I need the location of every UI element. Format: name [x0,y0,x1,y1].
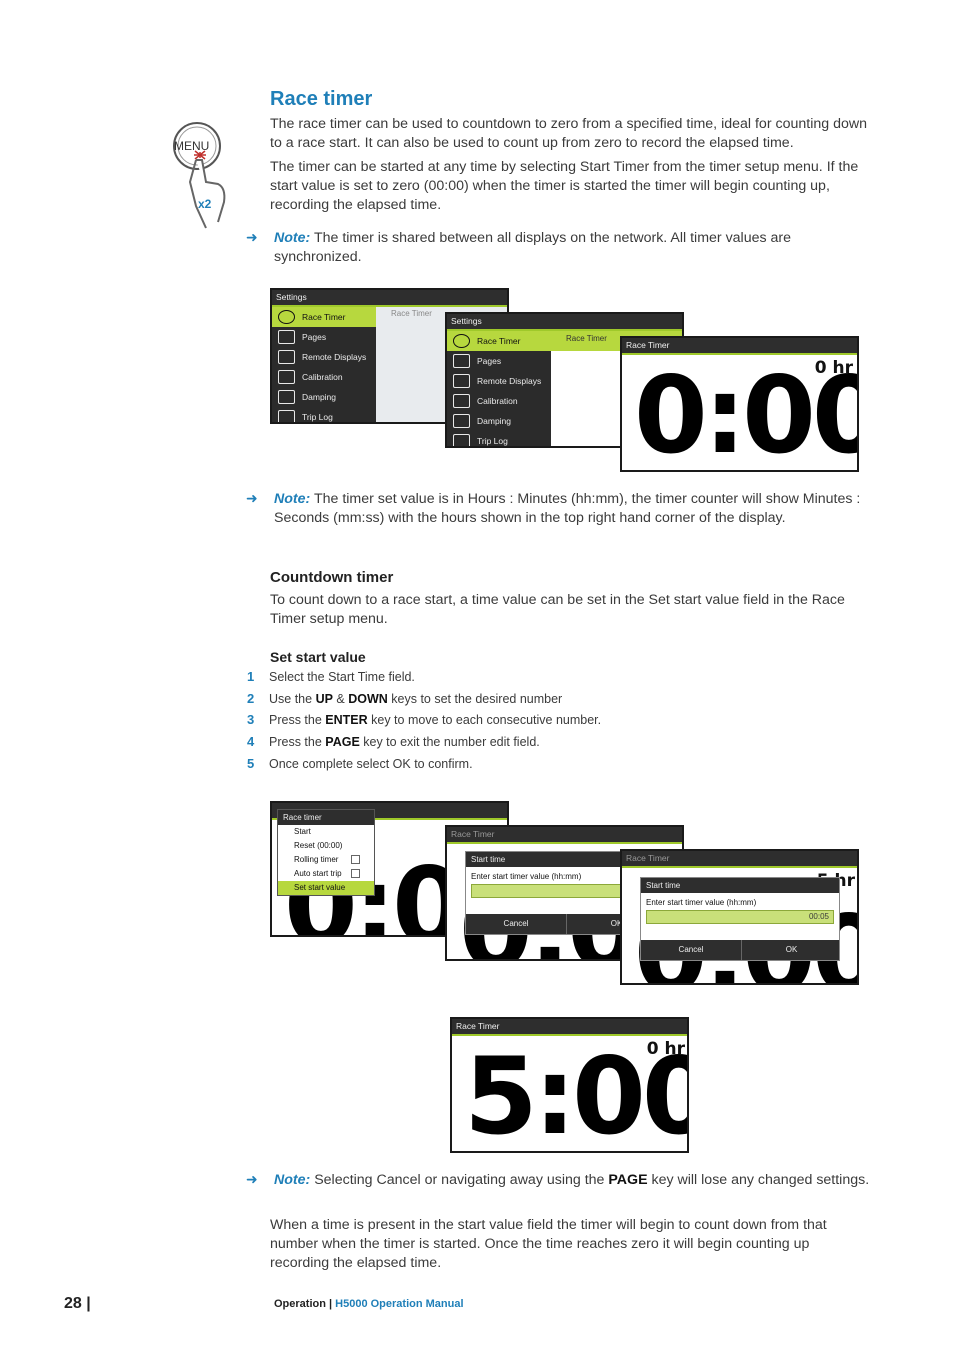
menu-item-race-timer[interactable]: Race Timer [272,307,376,327]
popup-item-start[interactable]: Start [294,827,311,836]
hours-label: 0 hr [814,358,853,378]
submenu-head-b: Race Timer [566,334,607,343]
menu-item-calibration[interactable]: Calibration [447,391,551,411]
race-timer-title: Race Timer [622,851,857,868]
start-time-dialog: Start time Enter start timer value (hh:m… [640,877,840,961]
ok-button[interactable]: OK [741,940,841,960]
race-timer-title: Race Timer [622,338,857,355]
menu-item-damping[interactable]: Damping [272,387,376,407]
cancel-button[interactable]: Cancel [678,945,704,954]
settings-title-b: Settings [447,314,682,331]
step-number: 1 [247,669,255,684]
menu-item-trip-log[interactable]: Trip Log [447,431,551,446]
intro-paragraph-2: The timer can be started at any time by … [270,159,859,213]
menu-item-remote-displays[interactable]: Remote Displays [447,371,551,391]
step-text: Select the Start Time field. [269,670,415,684]
stopwatch-icon [453,334,470,348]
race-timer-screen: Race Timer 0 hr 0:00 [620,336,859,472]
calibration-icon [453,394,470,408]
step-text: Use the UP & DOWN keys to set the desire… [269,692,563,706]
step-number: 5 [247,756,255,771]
damping-icon [278,390,295,404]
popup-title: Race timer [278,810,374,825]
popup-item-auto-start-trip[interactable]: Auto start trip [278,867,374,881]
note-keyword: Note: [274,1172,311,1188]
dialog-prompt: Enter start timer value (hh:mm) [471,872,582,881]
dialog-buttons: Cancel OK [641,940,839,960]
page-number: 28 | [64,1295,91,1312]
stopwatch-icon [278,310,295,324]
hours-label: 0 hr [646,1039,685,1059]
timer-digits: 0:00 [634,354,859,472]
race-timer-popup-screen: 0:00 Race timer Start Reset (00:00) Roll… [270,801,509,937]
countdown-paragraph: To count down to a race start, a time va… [270,592,845,627]
closing-paragraph: When a time is present in the start valu… [270,1217,827,1271]
calibration-icon [278,370,295,384]
settings-title-a: Settings [272,290,507,307]
cancel-button[interactable]: Cancel [503,919,529,928]
intro-paragraph-1: The race timer can be used to countdown … [270,116,867,151]
menu-item-pages[interactable]: Pages [272,327,376,347]
start-time-dialog-screen-b: Race Timer 5 hr 0:00 Start time Enter st… [620,849,859,985]
trip-log-icon [453,434,470,446]
popup-item-rolling-timer[interactable]: Rolling timer [278,853,374,867]
settings-menu-a: Race Timer Pages Remote Displays Calibra… [272,307,376,422]
menu-x2-icon [166,122,236,232]
step-number: 3 [247,712,255,727]
race-timer-screen-5min: Race Timer 0 hr 5:00 [450,1017,689,1153]
ok-button[interactable]: OK [566,914,666,934]
note-text: The timer set value is in Hours : Minute… [274,491,861,526]
step-number: 4 [247,734,255,749]
settings-menu-b: Race Timer Pages Remote Displays Calibra… [447,331,551,446]
dialog-prompt: Enter start timer value (hh:mm) [646,898,757,907]
remote-display-icon [278,350,295,364]
popup-item-reset[interactable]: Reset (00:00) [294,841,343,850]
damping-icon [453,414,470,428]
submenu-head-a: Race Timer [391,309,432,318]
popup-item-set-start-value[interactable]: Set start value [278,881,374,895]
start-time-dialog-screen-a: Race Timer 0:00 Start time Enter start t… [445,825,684,961]
menu-item-race-timer[interactable]: Race Timer [447,331,551,351]
remote-display-icon [453,374,470,388]
page-key: PAGE [608,1172,648,1188]
race-timer-title: Race Timer [447,827,682,844]
step-text: Press the PAGE key to exit the number ed… [269,735,540,749]
step-text: Press the ENTER key to move to each cons… [269,713,602,727]
menu-item-pages[interactable]: Pages [447,351,551,371]
note-3: Note: Selecting Cancel or navigating awa… [274,1172,870,1188]
trip-log-icon [278,410,295,422]
note-keyword: Note: [274,230,311,246]
note-text: The timer is shared between all displays… [274,230,792,265]
note-2: Note: The timer set value is in Hours : … [274,490,874,528]
settings-screen-b: Settings Race Timer Pages Remote Display… [445,312,684,448]
footer-text: Operation | H5000 Operation Manual [274,1298,464,1310]
dialog-title: Start time [466,852,664,867]
note-arrow-icon: ➜ [246,490,258,506]
note-arrow-icon: ➜ [246,1171,258,1187]
pages-icon [278,330,295,344]
step-text: Once complete select OK to confirm. [269,757,473,771]
note-1: Note: The timer is shared between all di… [274,229,864,267]
page-title: Race timer [270,88,373,110]
menu-item-damping[interactable]: Damping [447,411,551,431]
timer-digits: 5:00 [464,1035,689,1153]
press-count: x2 [198,197,212,211]
menu-item-calibration[interactable]: Calibration [272,367,376,387]
menu-item-remote-displays[interactable]: Remote Displays [272,347,376,367]
dialog-buttons: Cancel OK [466,914,664,934]
rolling-timer-checkbox[interactable] [351,855,360,864]
race-timer-popup-menu: Race timer Start Reset (00:00) Rolling t… [277,809,375,896]
start-time-input[interactable]: 00:05 [646,910,834,924]
step-number: 2 [247,691,255,706]
note-arrow-icon: ➜ [246,229,258,245]
menu-label: MENU [174,139,210,153]
race-timer-title: Race Timer [452,1019,687,1036]
menu-item-trip-log[interactable]: Trip Log [272,407,376,422]
countdown-heading: Countdown timer [270,569,394,586]
set-start-value-heading: Set start value [270,649,366,665]
dialog-title: Start time [641,878,839,893]
note-keyword: Note: [274,491,311,507]
auto-start-checkbox[interactable] [351,869,360,878]
pages-icon [453,354,470,368]
